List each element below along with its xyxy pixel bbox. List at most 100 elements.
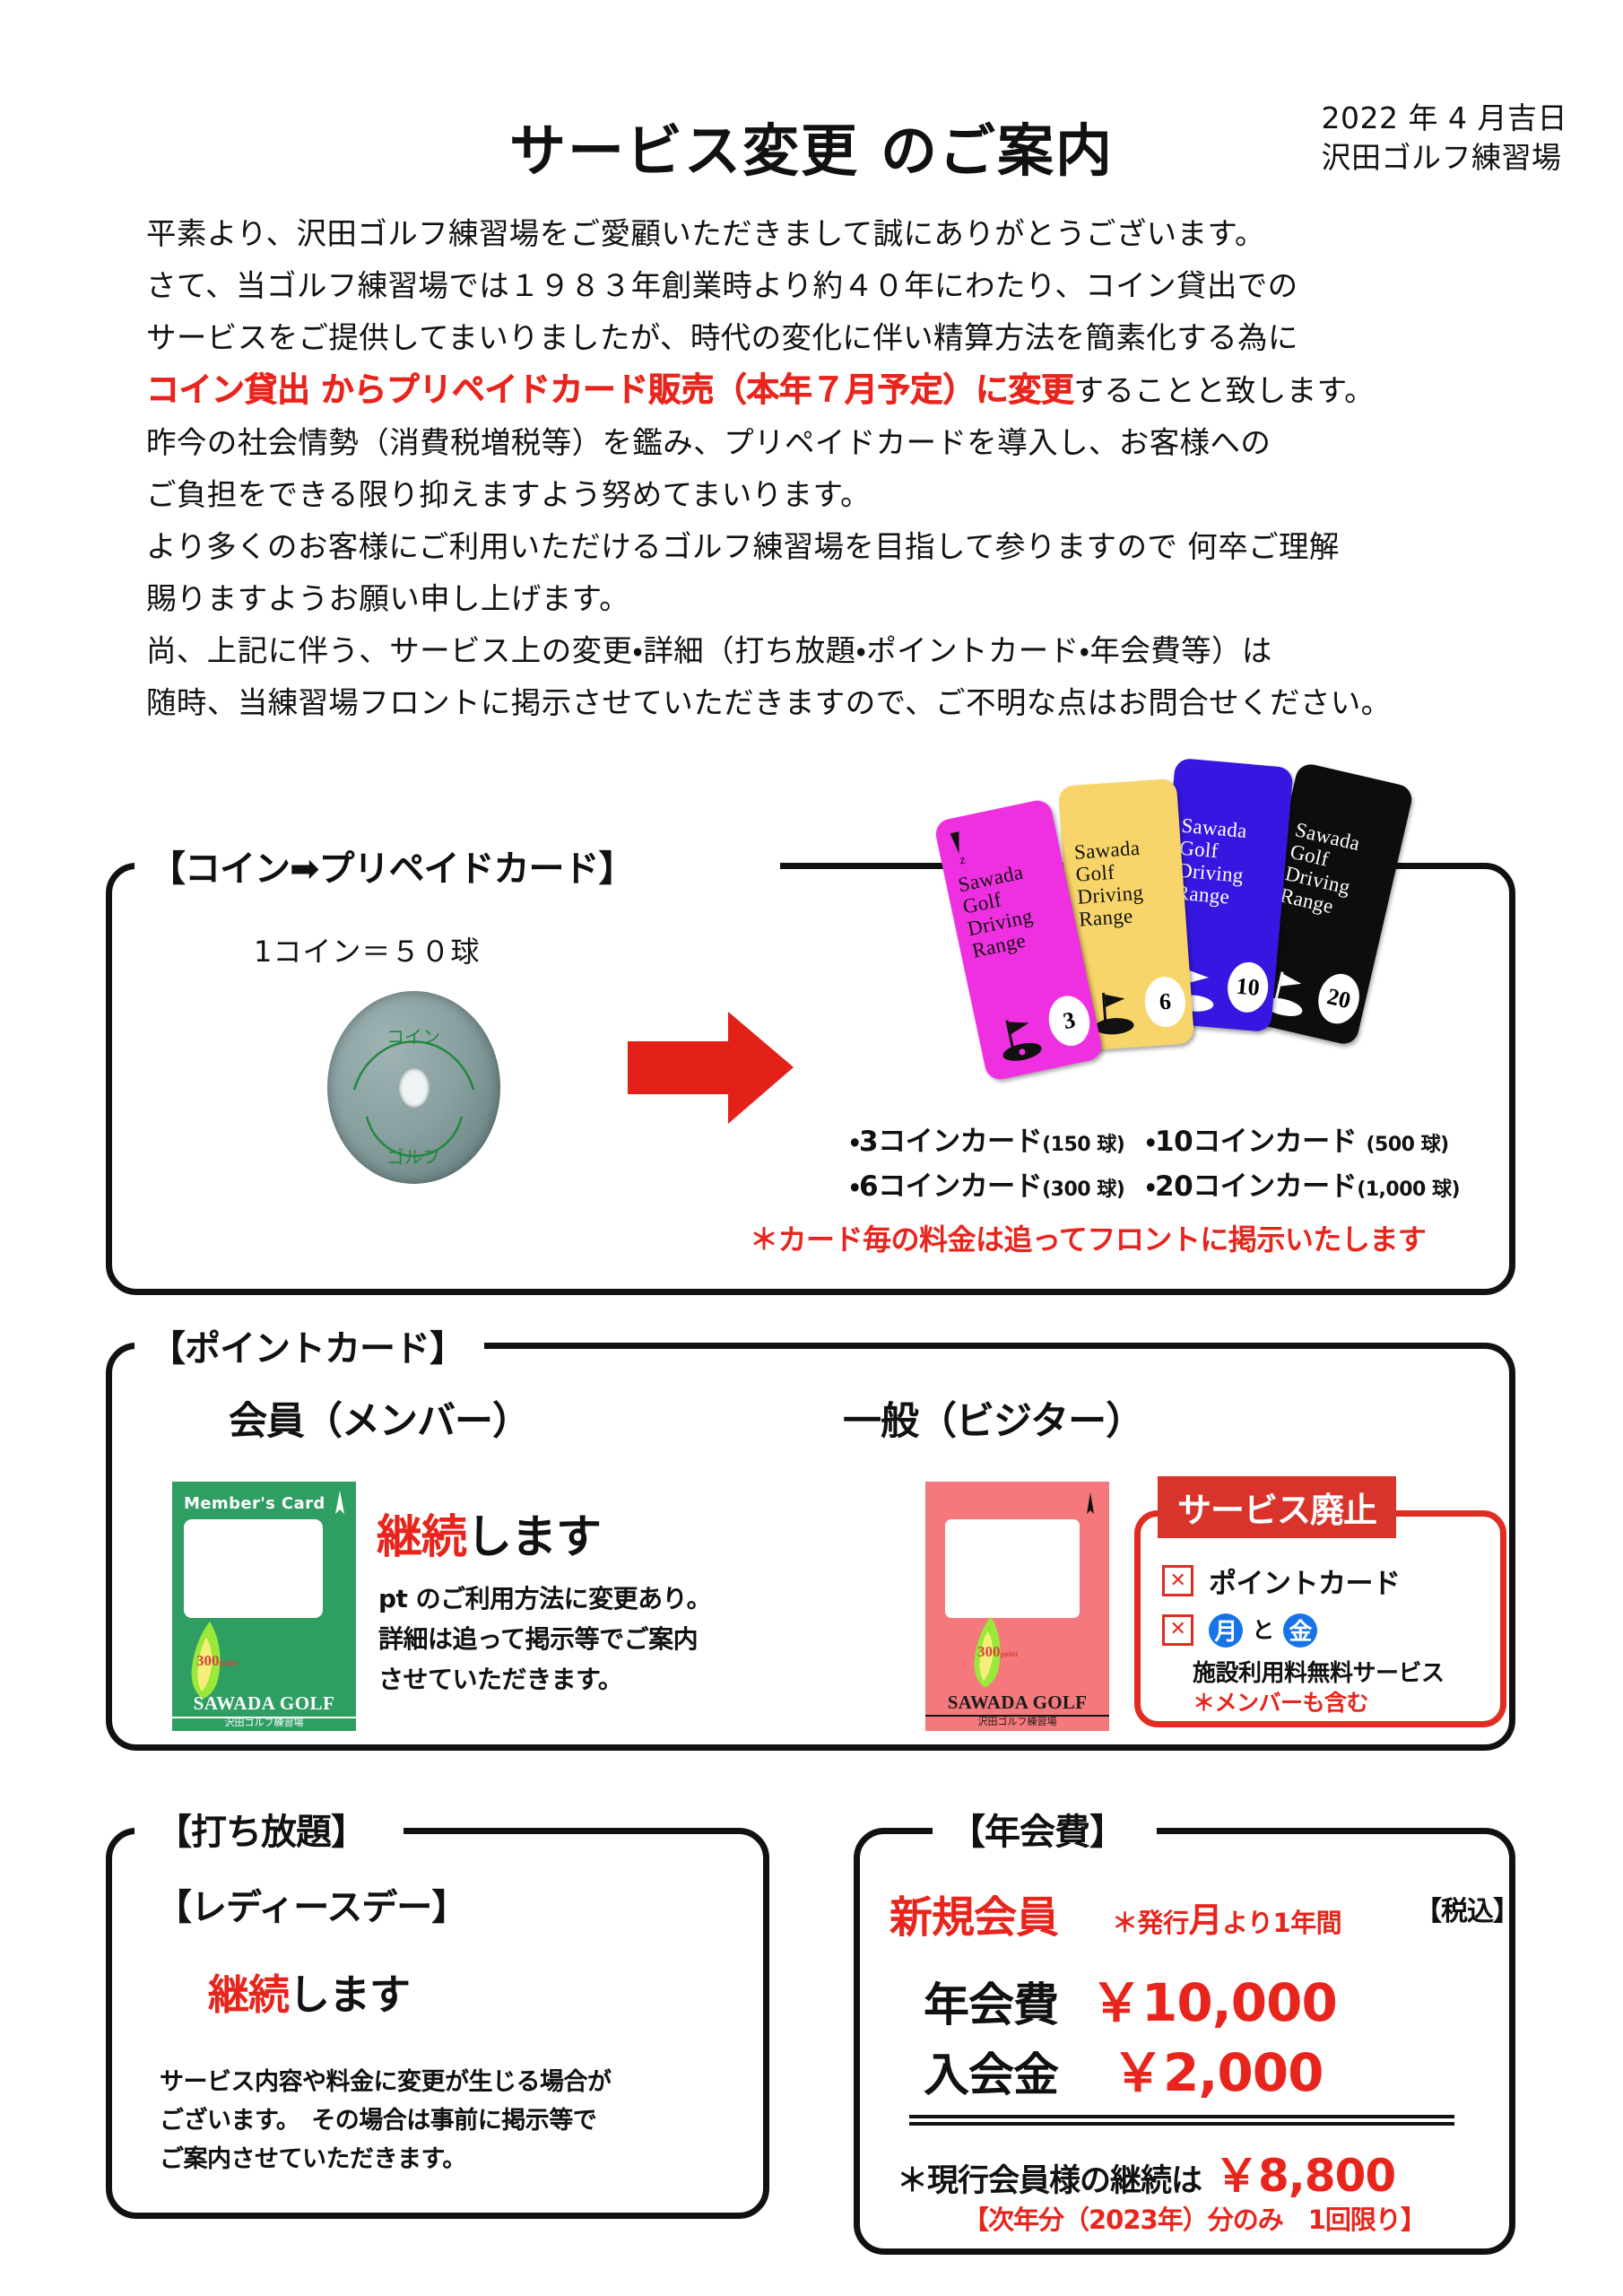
coin-hole (398, 1067, 430, 1108)
tax-included-note: 【税込】 (1415, 1896, 1520, 1927)
unlimited-status-red: 継続 (208, 1970, 290, 2019)
section-ladiesday-title: 【レディースデー】 (145, 1878, 478, 1930)
day-badge-friday: 金 (1283, 1613, 1318, 1648)
visitor-card-points: 300point (977, 1643, 1019, 1661)
fee-row-admission: 入会金 ￥2,000 (924, 2031, 1324, 2106)
member-status: 継続します (377, 1500, 602, 1566)
note-month: 月 (1188, 1900, 1223, 1940)
card-price-list: ・3コインカード(150 球) ・10コインカード (500 球) ・6コインカ… (850, 1121, 1532, 1211)
fee-label-annual: 年会費 (924, 1979, 1059, 2032)
visitor-points-unit: point (1000, 1649, 1019, 1658)
continue-amount: ￥8,800 (1214, 2150, 1396, 2202)
cross-icon: ✕ (1162, 1565, 1193, 1596)
section-annual-fee (854, 1828, 1515, 2255)
service-discontinued-banner: サービス廃止 (1158, 1476, 1397, 1538)
golf-flag-icon (1002, 1020, 1042, 1061)
card-balls-6: (300 球) (1042, 1178, 1125, 1201)
card-brand-6: Sawada Golf Driving Range (1073, 836, 1144, 931)
body-line-9: 随時、当練習場フロントに掲示させていただきますので、ご不明な点はお問合せください… (146, 685, 1392, 720)
discontinued-item-label: ポイントカード (1209, 1568, 1401, 1600)
body-highlight-line: コイン貸出 からプリペイドカード販売（本年７月予定）に変更することと致します。 (146, 364, 1509, 417)
fee-amount-admission: ￥2,000 (1112, 2042, 1324, 2103)
card-balls-20: (1,000 球) (1357, 1178, 1461, 1201)
card-brand-10: Sawada Golf Driving Range (1174, 813, 1248, 909)
issue-date: 2022 年 4 月吉日 (1321, 100, 1567, 135)
new-member-label: 新規会員 (890, 1892, 1059, 1943)
body-line-4: 昨今の社会情勢（消費税増税等）を鑑み、プリペイドカードを導入し、お客様への (146, 425, 1271, 460)
card-list-cell: ・10コインカード (500 球) (1146, 1126, 1449, 1158)
cross-icon: ✕ (1162, 1613, 1193, 1646)
highlight-tail: することと致します。 (1073, 373, 1376, 408)
unlimited-status: 継続します (208, 1962, 411, 2022)
coin-image: コイン ゴルフ (327, 991, 500, 1184)
member-desc-line: 詳細は追って掲示等でご案内 (378, 1624, 699, 1654)
card-label-6: コインカード (878, 1170, 1043, 1203)
card-corner-mark-icon: z (950, 831, 967, 867)
member-card-window (184, 1519, 323, 1618)
body-line-8: 尚、上記に伴う、サービス上の変更・詳細（打ち放題・ポイントカード・年会費等）は (146, 633, 1272, 668)
member-card-brand: SAWADA GOLF (172, 1692, 356, 1718)
arrow-right-icon (628, 1012, 794, 1124)
continue-note: 【次年分（2023年）分のみ 1回限り】 (963, 2205, 1427, 2235)
golf-flag-icon (1263, 971, 1303, 1016)
card-list-cell: ・6コインカード(300 球) (850, 1170, 1125, 1203)
prepaid-card-fan: Sawada Golf Driving Range 20 Sawada Golf… (906, 757, 1524, 1114)
highlight-text: コイン貸出 からプリペイドカード販売（本年７月予定）に変更 (146, 370, 1074, 410)
fee-divider (909, 2115, 1454, 2126)
card-balls-10: (500 球) (1366, 1134, 1449, 1156)
note-pre: ＊発行 (1112, 1908, 1189, 1938)
card-num-3: 3 (859, 1126, 879, 1158)
member-card-image: Member's Card 300point SAWADA GOLF 沢田ゴルフ… (172, 1482, 356, 1731)
svg-text:コイン: コイン (386, 1026, 440, 1048)
unlimited-desc-line: ご案内させていただきます。 (160, 2145, 466, 2173)
fee-row-continue: ＊現行会員様の継続は ￥8,800 (897, 2140, 1396, 2205)
card-num-20: 20 (1155, 1170, 1193, 1203)
card-price-note: ＊カード毎の料金は追ってフロントに掲示いたします (750, 1222, 1427, 1257)
card-corner-mark-icon (1087, 1492, 1094, 1514)
body-line-3: サービスをご提供してまいりましたが、時代の変化に伴い精算方法を簡素化する為に (146, 320, 1298, 355)
card-list-row: ・6コインカード(300 球) ・20コインカード(1,000 球) (850, 1166, 1532, 1211)
card-value-20: 20 (1313, 970, 1365, 1028)
day-badge-monday: 月 (1209, 1613, 1243, 1648)
fee-label-admission: 入会金 (924, 2049, 1059, 2102)
visitor-card-brand: SAWADA GOLF (925, 1692, 1109, 1717)
company-name: 沢田ゴルフ練習場 (1321, 139, 1562, 175)
note-post: より1年間 (1222, 1908, 1342, 1938)
card-value-6: 6 (1142, 975, 1187, 1029)
card-balls-3: (150 球) (1042, 1134, 1125, 1156)
card-list-cell: ・3コインカード(150 球) (850, 1126, 1125, 1158)
day-conjunction: と (1252, 1617, 1274, 1643)
free-service-note: ＊メンバーも含む (1193, 1690, 1369, 1716)
coin-rate-label: 1コイン＝５０球 (254, 935, 481, 969)
prepaid-card-3: z Sawada Golf Driving Range 3 (933, 797, 1105, 1083)
section-fee-title: 【年会費】 (939, 1803, 1135, 1855)
course-map-icon (191, 1622, 221, 1699)
card-corner-mark-icon (335, 1491, 344, 1514)
card-label-10: コインカード (1193, 1126, 1358, 1158)
svg-text:ゴルフ: ゴルフ (386, 1146, 440, 1168)
discontinued-item-pointcard: ✕ ポイントカード (1162, 1561, 1401, 1601)
prepaid-card-6: Sawada Golf Driving Range 6 (1057, 778, 1195, 1052)
unlimited-desc-line: ございます。 その場合は事前に掲示等で (160, 2107, 597, 2135)
unlimited-desc-line: サービス内容や料金に変更が生じる場合が (160, 2068, 612, 2096)
unlimited-status-black: します (289, 1970, 411, 2019)
card-num-10: 10 (1155, 1126, 1193, 1158)
body-line-6: より多くのお客様にご利用いただけるゴルフ練習場を目指して参りますので 何卒ご理解 (146, 529, 1340, 564)
card-brand-3: Sawada Golf Driving Range (956, 860, 1035, 962)
card-num-6: 6 (859, 1170, 879, 1203)
member-status-black: します (466, 1511, 602, 1564)
member-card-points: 300point (196, 1652, 238, 1670)
visitor-card-brand-jp: 沢田ゴルフ練習場 (977, 1716, 1057, 1727)
member-desc-line: pt のご利用方法に変更あり。 (378, 1584, 712, 1613)
body-line-7: 賜りますようお願い申し上げます。 (146, 581, 630, 616)
member-card-brand-jp: 沢田ゴルフ練習場 (224, 1717, 304, 1728)
card-label-20: コインカード (1193, 1170, 1358, 1203)
member-heading: 会員（メンバー） (229, 1399, 531, 1444)
coin-disc (327, 991, 500, 1184)
card-list-row: ・3コインカード(150 球) ・10コインカード (500 球) (850, 1121, 1532, 1166)
date-block: 2022 年 4 月吉日 沢田ゴルフ練習場 (1322, 99, 1567, 178)
course-map-icon (974, 1616, 1001, 1688)
member-description: pt のご利用方法に変更あり。 詳細は追って掲示等でご案内 させていただきます。 (378, 1578, 863, 1700)
card-label-3: コインカード (878, 1126, 1043, 1158)
